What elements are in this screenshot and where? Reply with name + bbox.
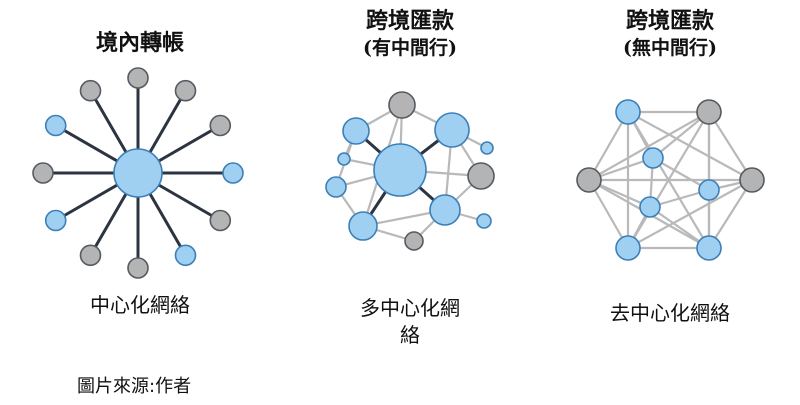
star-hub-node xyxy=(113,148,163,198)
caption-multicentralized: 多中心化網絡 xyxy=(330,295,490,349)
decentralized-network xyxy=(576,99,765,261)
star-leaf-node xyxy=(127,257,149,279)
star-leaf-node xyxy=(79,79,102,102)
multi-node xyxy=(337,152,351,166)
title-centralized: 境內轉帳 xyxy=(60,30,220,57)
multi-node xyxy=(480,141,494,155)
caption-multicentralized-line1: 多中心化網 xyxy=(360,296,460,320)
mesh-edge xyxy=(588,179,629,249)
multi-node xyxy=(476,213,492,229)
star-leaf-node xyxy=(209,114,232,137)
mesh-edge xyxy=(627,179,753,249)
title-multicentralized-sub: (有中間行) xyxy=(363,37,457,59)
star-leaf-node xyxy=(79,244,102,267)
star-leaf-node xyxy=(44,114,67,137)
multi-node xyxy=(467,162,495,190)
mesh-node xyxy=(615,235,641,261)
mesh-edge xyxy=(588,111,710,181)
caption-decentralized: 去中心化網絡 xyxy=(610,301,730,325)
mesh-node xyxy=(576,167,602,193)
multicentralized-network xyxy=(325,91,495,251)
star-leaf-node xyxy=(209,209,232,232)
mesh-node xyxy=(739,167,765,193)
mesh-node xyxy=(698,179,720,201)
star-leaf-node xyxy=(222,162,244,184)
centralized-network xyxy=(32,67,244,279)
title-decentralized-sub: (無中間行) xyxy=(623,37,717,59)
caption-multicentralized-line2: 絡 xyxy=(400,323,420,347)
mesh-node xyxy=(696,235,722,261)
title-centralized-main: 境內轉帳 xyxy=(95,30,184,56)
multi-node xyxy=(388,91,416,119)
caption-centralized: 中心化網絡 xyxy=(90,293,190,317)
mesh-edge xyxy=(708,111,753,181)
title-decentralized-main: 跨境匯款 xyxy=(625,8,714,34)
mesh-edge xyxy=(627,111,753,181)
star-leaf-node xyxy=(174,244,197,267)
multi-node xyxy=(342,117,370,145)
mesh-node xyxy=(642,147,664,169)
star-leaf-node xyxy=(44,209,67,232)
star-leaf-node xyxy=(127,67,149,89)
mesh-node xyxy=(615,99,641,125)
star-leaf-node xyxy=(32,162,54,184)
mesh-node xyxy=(639,196,661,218)
star-leaf-node xyxy=(174,79,197,102)
caption-multicentralized-text: 多中心化網絡 xyxy=(330,295,490,349)
multi-node xyxy=(325,176,347,198)
mesh-edge xyxy=(708,179,753,249)
title-multicentralized-main: 跨境匯款 xyxy=(365,8,454,34)
multi-node xyxy=(348,211,378,241)
multi-hub-node xyxy=(373,143,427,197)
mesh-edge xyxy=(588,111,629,181)
multi-node xyxy=(434,112,470,148)
multi-node xyxy=(429,194,461,226)
mesh-node xyxy=(696,99,722,125)
title-multicentralized: 跨境匯款 (有中間行) xyxy=(320,8,500,62)
multi-node xyxy=(404,231,424,251)
title-decentralized: 跨境匯款 (無中間行) xyxy=(580,8,760,62)
image-source: 圖片來源:作者 xyxy=(77,376,192,397)
